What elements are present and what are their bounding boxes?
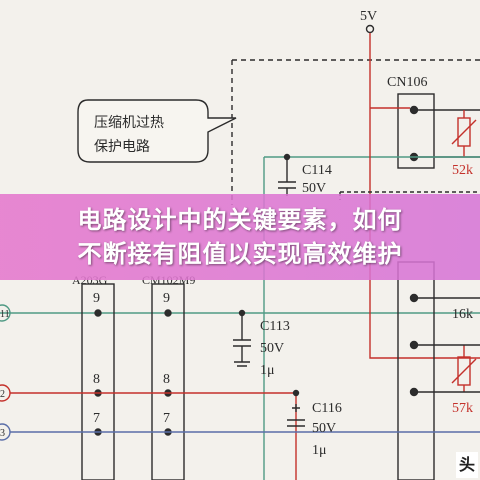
connector-label: CN106 — [387, 75, 427, 90]
callout-line-2: 保护电路 — [94, 139, 150, 155]
pin7a-label: 7 — [93, 411, 100, 426]
res2-label: 16k — [452, 307, 473, 322]
watermark-badge: 头 — [456, 452, 478, 478]
thermistor-57k — [451, 345, 477, 392]
right-connector-block — [397, 261, 435, 480]
cap3-value: 1μ — [312, 443, 327, 458]
callout-line-1: 压缩机过热 — [94, 115, 164, 131]
vcc-supply — [365, 24, 375, 108]
red-wire-pin8 — [10, 392, 297, 480]
dashed-enclosure — [231, 59, 480, 205]
node-mid-label: 2 — [0, 389, 5, 400]
node-bot-label: 3 — [0, 428, 5, 439]
res3-label: 57k — [452, 401, 473, 416]
capacitor-c116 — [287, 389, 305, 427]
cap1-voltage: 50V — [302, 181, 326, 196]
banner-line-2: 不断接有阻值以实现高效维护 — [77, 240, 403, 268]
cap1-name: C114 — [302, 163, 332, 178]
cap2-voltage: 50V — [260, 341, 284, 356]
pin8a-label: 8 — [93, 372, 100, 387]
pin8b-label: 8 — [163, 372, 170, 387]
banner-line-1: 电路设计中的关键要素，如何 — [77, 206, 403, 234]
edge-nodes — [0, 304, 11, 441]
node-top-label: 11 — [0, 309, 10, 320]
cap2-name: C113 — [260, 319, 290, 334]
title-banner: 电路设计中的关键要素，如何 不断接有阻值以实现高效维护 — [0, 194, 480, 280]
cn106-connector — [397, 93, 435, 169]
res1-label: 52k — [452, 163, 473, 178]
pin7b-label: 7 — [163, 411, 170, 426]
thermistor-52k — [451, 110, 477, 157]
cap3-voltage: 50V — [312, 421, 336, 436]
capacitor-c113 — [233, 309, 251, 367]
cap2-value: 1μ — [260, 363, 275, 378]
cap3-name: C116 — [312, 401, 342, 416]
callout-bubble — [77, 99, 237, 163]
capacitor-c114 — [278, 153, 296, 196]
pin9a-label: 9 — [93, 291, 100, 306]
pin9b-label: 9 — [163, 291, 170, 306]
vcc-label: 5V — [360, 9, 377, 24]
